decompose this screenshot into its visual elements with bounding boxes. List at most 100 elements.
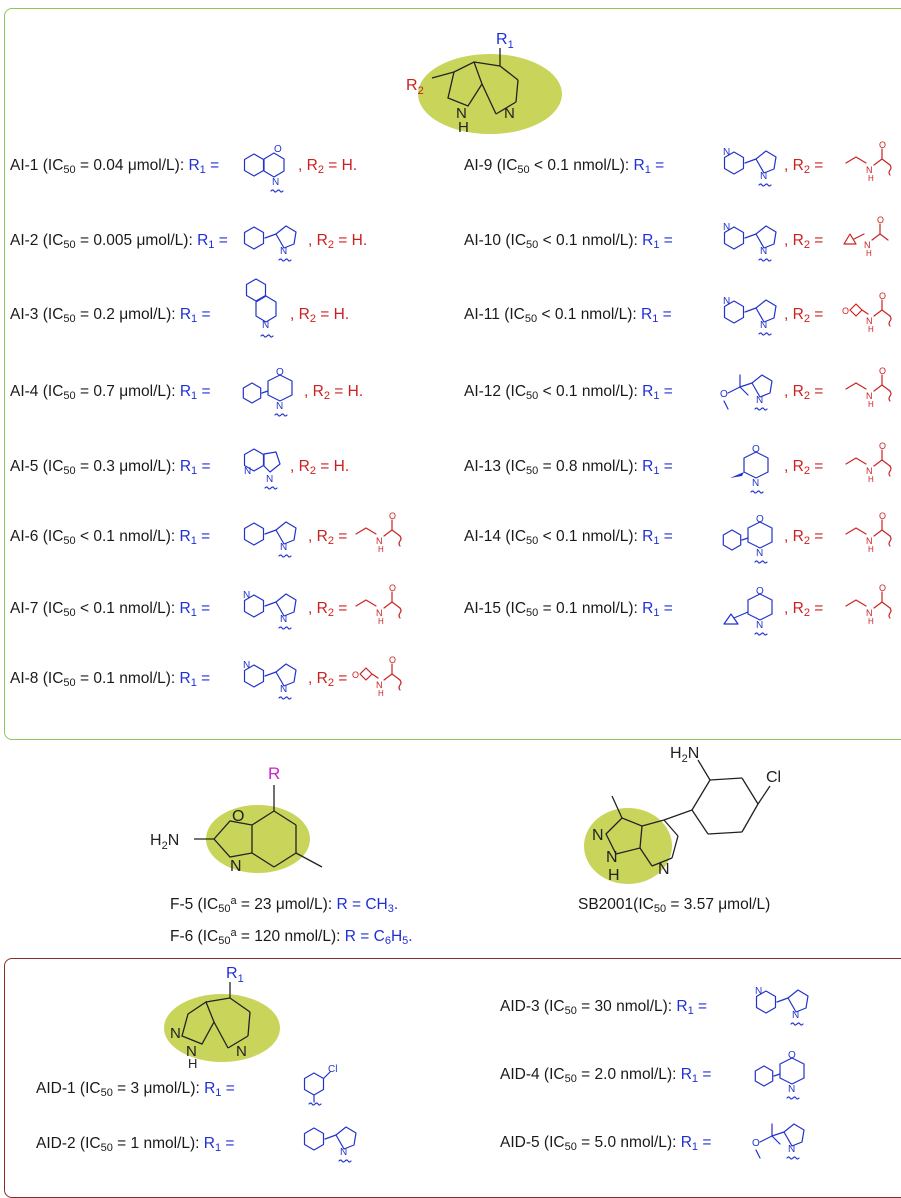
svg-text:H: H [868,475,874,484]
r1-fragment-ai-12: ON [720,374,773,411]
r1-fragment-ai-14: ON [722,514,773,564]
svg-text:N: N [723,222,730,233]
svg-text:N: N [864,240,871,250]
r1-fragment-ai-13: ON [730,444,769,494]
entry-ai-3: AI-3 (IC50 = 0.2 μmol/L): R1 = [10,306,211,325]
r2-fragment-ai-7: NHO [355,583,402,626]
r2-label-ai-11: , R2 = [784,306,824,325]
entry-ai-14: AI-14 (IC50 < 0.1 nmol/L): R1 = [464,528,673,547]
svg-text:O: O [879,441,886,451]
r2-label-ai-3: , R2 = H. [290,306,350,325]
benzoxazole-structure: R H2N O N [150,764,323,875]
svg-text:N: N [280,542,287,553]
svg-text:N: N [723,147,730,158]
svg-text:N: N [760,246,767,257]
entry-ai-4: AI-4 (IC50 = 0.7 μmol/L): R1 = [10,383,211,402]
sb2001-n2-label: N [606,849,618,866]
svg-text:O: O [276,367,284,378]
svg-text:O: O [752,1138,760,1149]
svg-text:N: N [243,590,250,601]
r2-fragment-ai-13: NHO [845,441,892,484]
entry-ai-12: AI-12 (IC50 < 0.1 nmol/L): R1 = [464,383,673,402]
sb2001-highlight [584,808,672,884]
svg-text:O: O [389,655,396,665]
bottom-core-n1: N [170,1025,181,1042]
r2-label-ai-8: , R2 = [308,670,348,689]
entry-ai-7: AI-7 (IC50 < 0.1 nmol/L): R1 = [10,600,211,619]
core-nh-n: N [456,105,467,122]
svg-text:N: N [756,395,763,406]
svg-text:O: O [756,514,764,525]
benzoxazole-r-label: R [268,764,280,783]
svg-text:O: O [842,306,849,316]
sb2001-n3-label: N [658,861,670,878]
pyrazolopyridine-core-structure: R1 N N H N [164,965,280,1071]
svg-text:O: O [720,389,728,400]
svg-text:O: O [879,583,886,593]
svg-text:N: N [272,177,279,188]
pyrrolopyridine-core-structure: R1 R2 N N H [406,31,562,136]
r1-fragment-ai-3: N [245,278,277,338]
svg-text:N: N [788,1084,795,1095]
svg-text:N: N [760,320,767,331]
svg-text:N: N [866,391,873,401]
svg-text:N: N [276,401,283,412]
svg-text:O: O [877,215,884,225]
r2-label-ai-13: , R2 = [784,458,824,477]
core-ring-n: N [504,105,515,122]
sb2001-caption: SB2001(IC50 = 3.57 μmol/L) [578,896,771,915]
r1-fragment-ai-7: NN [243,590,297,630]
svg-text:N: N [755,986,762,997]
svg-text:N: N [376,536,383,546]
r2-fragment-ai-6: NHO [355,511,402,554]
svg-text:N: N [760,171,767,182]
r1-fragment-aid-4: ON [754,1050,805,1100]
r1-fragment-aid-1: Cl [303,1064,337,1106]
svg-text:H: H [868,545,874,554]
core-nh-h: H [458,119,469,136]
r2-label-ai-1: , R2 = H. [298,157,358,176]
entry-ai-5: AI-5 (IC50 = 0.3 μmol/L): R1 = [10,458,211,477]
r2-label-ai-10: , R2 = [784,232,824,251]
svg-text:O: O [879,511,886,521]
svg-text:N: N [866,608,873,618]
svg-text:H: H [866,249,872,258]
svg-text:N: N [792,1010,799,1021]
svg-text:N: N [756,548,763,559]
r2-label-ai-6: , R2 = [308,528,348,547]
r1-fragment-ai-15: ON [723,586,773,636]
bottom-core-highlight [164,994,280,1062]
r1-fragment-ai-10: NN [723,222,777,262]
svg-text:N: N [340,1147,347,1158]
entry-ai-10: AI-10 (IC50 < 0.1 nmol/L): R1 = [464,232,673,251]
svg-text:N: N [280,684,287,695]
svg-text:H: H [868,617,874,626]
entry-ai-2: AI-2 (IC50 = 0.005 μmol/L): R1 = [10,232,228,251]
r2-label-ai-9: , R2 = [784,157,824,176]
r1-fragment-ai-1: ON [243,144,285,193]
r2-label-ai-2: , R2 = H. [308,232,368,251]
svg-text:O: O [879,291,886,301]
bottom-core-n2: N [186,1043,197,1060]
entry-aid-1: AID-1 (IC50 = 3 μmol/L): R1 = [36,1080,235,1099]
svg-text:N: N [866,536,873,546]
benzoxazole-highlight [206,805,310,873]
svg-text:N: N [723,296,730,307]
svg-text:H: H [868,174,874,183]
svg-text:O: O [274,144,282,155]
benzoxazole-n-label: N [230,858,242,875]
r2-label-ai-12: , R2 = [784,383,824,402]
r1-fragment-ai-4: ON [242,367,293,417]
svg-text:O: O [788,1050,796,1061]
svg-text:N: N [262,320,269,331]
r2-fragment-ai-10: NH O [843,215,889,258]
r2-label-ai-15: , R2 = [784,600,824,619]
r2-fragment-ai-14: NH O [845,511,892,554]
sb2001-nh2-label: H2N [670,745,699,765]
svg-text:O: O [879,140,886,150]
r1-fragment-aid-2: N [303,1126,357,1163]
f6-caption: F-6 (IC50a = 120 nmol/L): R = C6H5. [170,927,413,947]
sb2001-structure: H2N Cl N N H N [584,745,781,884]
